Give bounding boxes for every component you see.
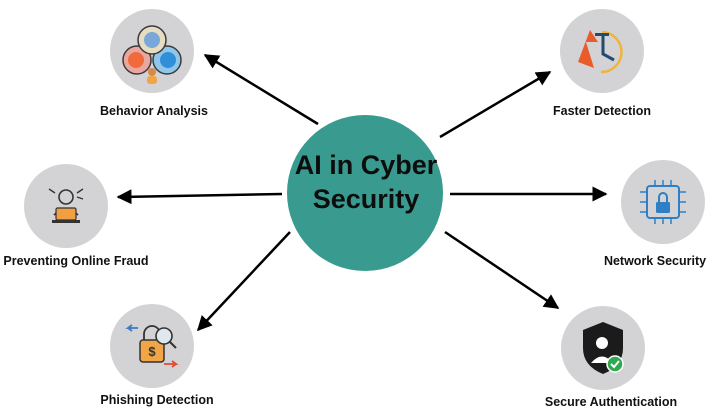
node-network-security [621, 160, 705, 244]
label-secure-authentication: Secure Authentication [544, 395, 678, 409]
emotion-faces-icon [122, 25, 182, 84]
center-circle [287, 115, 443, 271]
circuit-lock-icon [640, 180, 686, 224]
arrow-secure-authentication [444, 230, 560, 310]
node-secure-authentication [561, 306, 645, 390]
node-faster-detection [560, 9, 644, 93]
center-title: AI in Cyber Security [286, 148, 446, 216]
label-faster-detection: Faster Detection [553, 104, 651, 118]
node-behavior-analysis [110, 9, 194, 93]
arrow-phishing-detection [196, 231, 291, 332]
arrow-behavior-analysis [203, 53, 319, 126]
label-network-security: Network Security [603, 254, 707, 268]
hacker-laptop-icon [48, 188, 84, 223]
shield-user-check-icon [583, 322, 624, 374]
node-preventing-online-fraud [24, 164, 108, 248]
clock-speed-icon [578, 30, 623, 74]
label-phishing-detection: Phishing Detection [100, 393, 214, 407]
center-title-line1: AI in Cyber [294, 150, 438, 180]
label-behavior-analysis: Behavior Analysis [100, 104, 208, 118]
arrow-faster-detection [439, 70, 552, 139]
lock-magnifier-icon: $ [125, 324, 179, 368]
svg-text:$: $ [148, 344, 156, 359]
label-preventing-online-fraud: Preventing Online Fraud [3, 254, 149, 268]
center-title-line2: Security [312, 184, 420, 214]
arrow-preventing-online-fraud [116, 189, 283, 205]
node-phishing-detection: $ [110, 304, 194, 388]
